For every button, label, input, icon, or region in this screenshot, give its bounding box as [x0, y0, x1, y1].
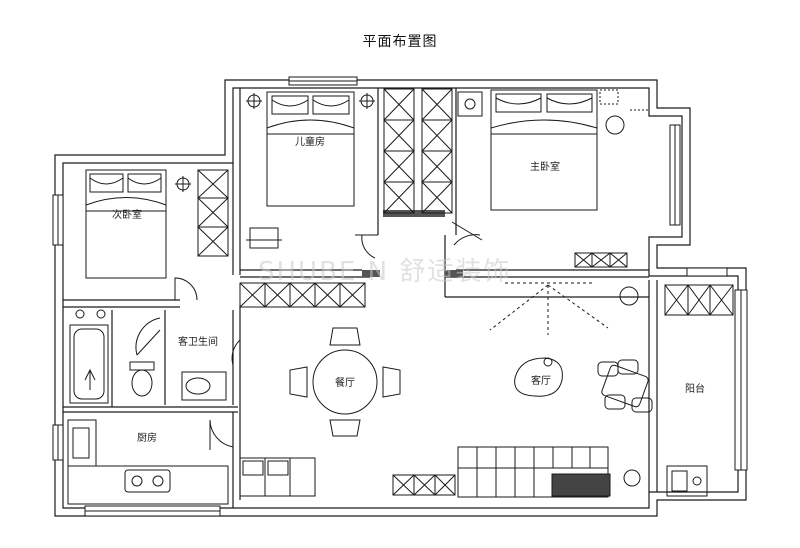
outer-walls	[54, 79, 747, 517]
wardrobe-second-bedroom	[197, 169, 229, 257]
top-window	[288, 76, 358, 86]
cabinet-corridor	[239, 282, 366, 308]
label-second-bedroom: 次卧室	[112, 208, 142, 221]
kitchen-counter	[67, 419, 229, 505]
toilet	[129, 361, 155, 397]
label-living: 客厅	[531, 374, 551, 387]
desk-chair	[246, 227, 282, 249]
balcony-window	[686, 267, 748, 471]
label-master-bedroom: 主卧室	[530, 160, 560, 173]
bed-children	[266, 91, 355, 207]
bed-second	[85, 169, 167, 279]
master-window	[669, 124, 681, 226]
sofa	[457, 446, 611, 498]
dining-table	[289, 327, 401, 437]
left-windows	[52, 194, 64, 461]
bathtub	[69, 309, 109, 404]
master-dresser	[574, 252, 628, 268]
wardrobe-right	[421, 88, 453, 214]
living-lights	[489, 282, 609, 335]
bottom-window	[84, 505, 221, 517]
wardrobe-left	[383, 88, 415, 214]
label-guest-bathroom: 客卫生间	[178, 335, 218, 348]
label-kitchen: 厨房	[137, 431, 157, 444]
cabinet-balcony	[664, 284, 734, 316]
coffee-table	[514, 357, 563, 397]
interior-walls	[63, 88, 658, 508]
label-children-room: 儿童房	[295, 135, 325, 148]
watermark: SHUBE N 舒适装饰	[258, 257, 511, 287]
label-dining: 餐厅	[335, 376, 355, 389]
dining-cabinet	[239, 457, 316, 497]
wash-basin	[181, 371, 227, 401]
label-balcony: 阳台	[685, 382, 705, 395]
tv-cabinet	[392, 474, 456, 496]
bedside-lamps	[175, 89, 619, 192]
armchairs	[597, 359, 653, 413]
round-objects	[605, 115, 641, 487]
balcony-washer	[666, 465, 708, 497]
doors	[135, 109, 649, 450]
plan-title: 平面布置图	[362, 34, 438, 50]
bed-master	[490, 89, 598, 211]
